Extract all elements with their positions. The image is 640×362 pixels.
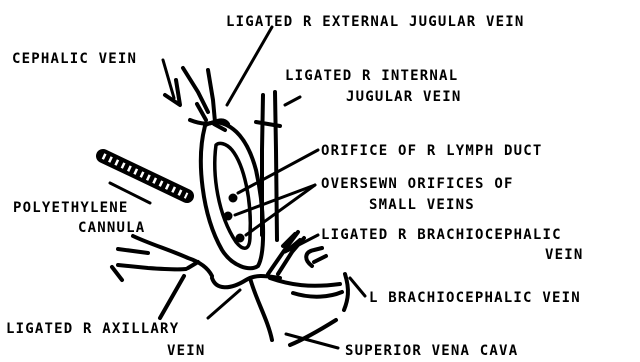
polyethylene-cannula [103, 156, 187, 196]
external-jugular-vein [190, 70, 228, 130]
label-cannula-1: POLYETHYLENE [13, 200, 129, 216]
label-oversewn-2: SMALL VEINS [369, 197, 475, 213]
label-svc: SUPERIOR VENA CAVA [345, 343, 518, 359]
label-axillary-1: LIGATED R AXILLARY [6, 321, 179, 337]
axillary-vein [112, 236, 280, 318]
left-brachiocephalic-vein [250, 274, 348, 345]
label-brachiocephalic-r-1: LIGATED R BRACHIOCEPHALIC [321, 227, 562, 243]
label-cannula-2: CANNULA [78, 220, 145, 236]
label-cephalic: CEPHALIC VEIN [12, 51, 137, 67]
label-axillary-2: VEIN [167, 343, 206, 359]
label-brachiocephalic-r-2: VEIN [545, 247, 584, 263]
label-external-jugular: LIGATED R EXTERNAL JUGULAR VEIN [226, 14, 525, 30]
label-internal-jugular-1: LIGATED R INTERNAL [285, 68, 458, 84]
label-brachiocephalic-l: L BRACHIOCEPHALIC VEIN [369, 290, 581, 306]
orifice-dots [224, 194, 245, 243]
label-oversewn-1: OVERSEWN ORIFICES OF [321, 176, 514, 192]
labels: LIGATED R EXTERNAL JUGULAR VEIN CEPHALIC… [6, 14, 584, 359]
label-lymph-duct: ORIFICE OF R LYMPH DUCT [321, 143, 542, 159]
label-internal-jugular-2: JUGULAR VEIN [346, 89, 462, 105]
